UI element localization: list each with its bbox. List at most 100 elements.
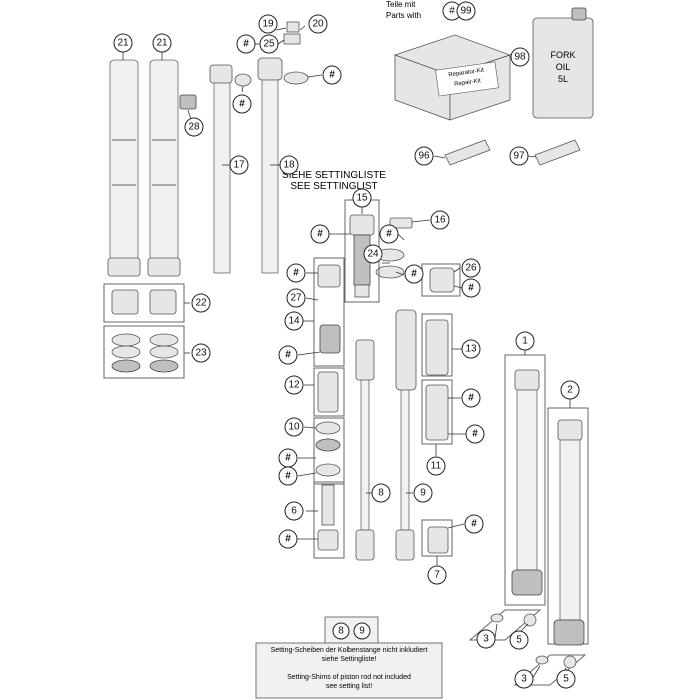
callout-8: 8 <box>371 483 391 503</box>
grease-tube-97 <box>534 139 581 166</box>
callout-12: 12 <box>284 375 304 395</box>
callout-label: 15 <box>356 193 368 204</box>
callout-hash: # <box>236 34 256 54</box>
callout-label: 10 <box>288 422 300 433</box>
callout-label: 96 <box>418 151 430 162</box>
callout-label: 3 <box>521 674 527 685</box>
rod-9 <box>395 309 417 561</box>
svg-text:#: # <box>449 6 455 17</box>
callout-24: 24 <box>363 244 383 264</box>
note-ref-8: 8 <box>332 622 350 640</box>
callout-label: 6 <box>291 506 297 517</box>
callout-21: 21 <box>113 33 133 53</box>
callout-label: 14 <box>288 316 300 327</box>
callout-14: 14 <box>284 311 304 331</box>
callout-label: 3 <box>483 634 489 645</box>
callout-23: 23 <box>191 343 211 363</box>
callout-label: 28 <box>188 122 200 133</box>
repair-kit-box: Reparatur-Kit Repair-Kit <box>393 34 512 121</box>
note-en-line1: Setting-Shims of piston rod not included <box>287 674 411 681</box>
callout-label: 8 <box>378 488 384 499</box>
callout-13: 13 <box>461 339 481 359</box>
parts-13 <box>425 319 449 376</box>
spring-28 <box>179 94 197 110</box>
callout-11: 11 <box>426 456 446 476</box>
part-24 <box>375 248 405 279</box>
fork-leg-1 <box>504 354 546 606</box>
callout-hash: # <box>461 278 481 298</box>
callout-label: 97 <box>513 151 525 162</box>
callout-97: 97 <box>509 146 529 166</box>
setting-heading-line1: SIEHE SETTINGLISTE <box>282 170 386 181</box>
callout-label: 24 <box>367 249 379 260</box>
callout-26: 26 <box>461 258 481 278</box>
callout-label: 18 <box>283 160 295 171</box>
callout-label: # <box>285 471 291 482</box>
callout-hash: # <box>278 529 298 549</box>
note-de-line2: siehe Settingliste! <box>322 656 377 663</box>
callout-9: 9 <box>413 483 433 503</box>
grease-tube-96 <box>444 139 491 166</box>
svg-text:9: 9 <box>359 626 365 637</box>
parts-7 <box>427 526 449 554</box>
callout-label: # <box>239 99 245 110</box>
callout-5: 5 <box>509 630 529 650</box>
callout-hash: # <box>379 224 399 244</box>
callout-17: 17 <box>229 155 249 175</box>
callout-label: # <box>285 453 291 464</box>
callout-label: 1 <box>522 336 528 347</box>
callout-7: 7 <box>427 565 447 585</box>
setting-heading-line2: SEE SETTINGLIST <box>290 181 377 192</box>
note-de-line1: Setting-Scheiben der Kolbenstange nicht … <box>271 647 428 654</box>
callout-19: 19 <box>258 14 278 34</box>
callout-hash: # <box>404 264 424 284</box>
valve-27 <box>317 264 341 354</box>
rod-8 <box>355 339 375 561</box>
callout-22: 22 <box>191 293 211 313</box>
parts-12 <box>317 371 339 413</box>
callout-label: 11 <box>431 461 442 472</box>
callout-hash: # <box>465 424 485 444</box>
callout-25: 25 <box>259 34 279 54</box>
callout-label: # <box>285 350 291 361</box>
parts-11 <box>425 384 449 441</box>
callout-hash: # <box>286 263 306 283</box>
inner-tube-17 <box>209 64 233 274</box>
kit-box-label-line1: Reparatur-Kit <box>448 68 484 79</box>
callout-hash: # <box>278 466 298 486</box>
callout-5: 5 <box>556 669 576 689</box>
callout-98: 98 <box>510 47 530 67</box>
legend-line2: Parts with <box>386 11 421 20</box>
callout-label: 2 <box>567 385 573 396</box>
legend-ref-number: 99 <box>456 1 476 21</box>
needle-6 <box>317 484 339 551</box>
callout-hash: # <box>232 94 252 114</box>
callout-label: 21 <box>156 38 168 49</box>
assembly-15 <box>349 214 375 298</box>
callout-label: # <box>386 229 392 240</box>
callout-2: 2 <box>560 380 580 400</box>
callout-label: # <box>329 70 335 81</box>
callout-3: 3 <box>514 669 534 689</box>
callout-label: 21 <box>117 38 129 49</box>
callout-label: 98 <box>514 52 526 63</box>
parts-10 <box>315 421 341 477</box>
callout-hash: # <box>278 345 298 365</box>
callout-label: 27 <box>290 293 302 304</box>
note-en-line2: see setting list! <box>326 683 372 690</box>
callout-hash: # <box>464 514 484 534</box>
kit-box-label-line2: Repair-Kit <box>454 78 482 88</box>
callout-20: 20 <box>308 14 328 34</box>
inner-tube-18 <box>257 57 283 274</box>
callout-hash: # <box>461 388 481 408</box>
callout-label: # <box>243 39 249 50</box>
callout-hash: # <box>322 65 342 85</box>
note-ref-9: 9 <box>353 622 371 640</box>
callout-label: 25 <box>263 39 275 50</box>
callout-96: 96 <box>414 146 434 166</box>
box-23 <box>103 325 185 379</box>
callout-label: 26 <box>465 263 477 274</box>
legend-line1: Teile mit <box>386 0 416 9</box>
